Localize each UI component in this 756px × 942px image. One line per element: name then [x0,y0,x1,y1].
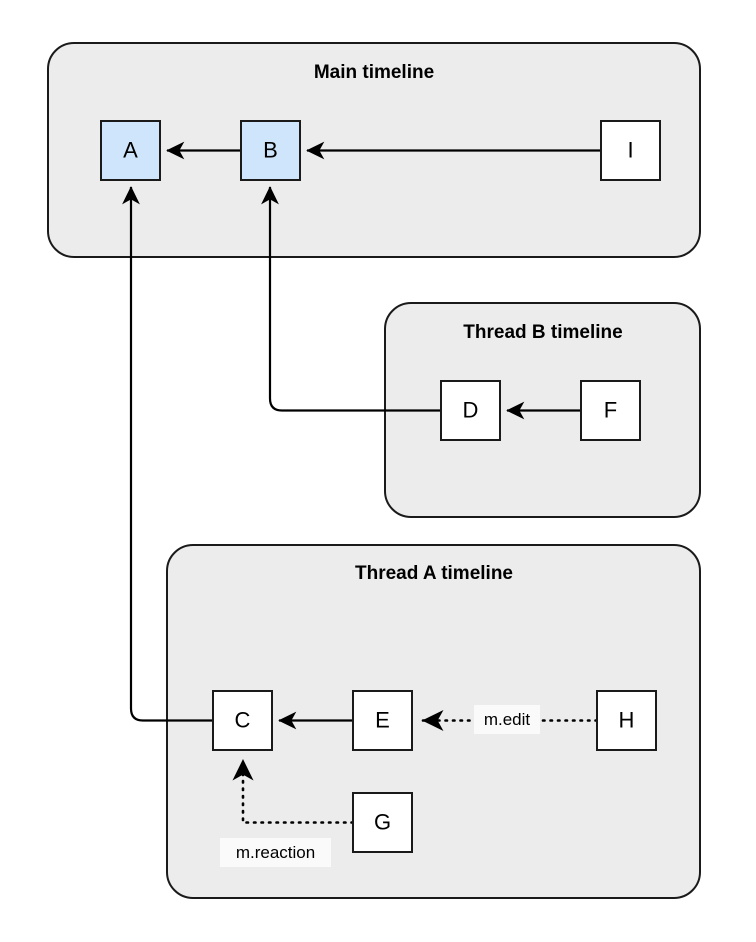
node-c[interactable]: C [212,690,273,751]
node-c-label: C [235,707,251,732]
edge-label-m-edit: m.edit [474,705,540,734]
node-d-label: D [463,397,479,422]
node-i[interactable]: I [600,120,661,181]
node-d[interactable]: D [440,380,501,441]
node-f[interactable]: F [580,380,641,441]
node-a-label: A [123,137,138,162]
edge-c-to-a [122,186,213,722]
node-f-label: F [604,397,617,422]
node-a[interactable]: A [100,120,161,181]
group-main-timeline-title: Main timeline [314,62,434,83]
node-i-box[interactable] [600,120,661,181]
node-h[interactable]: H [596,690,657,751]
node-i-label: I [627,137,633,162]
edge-label-m-reaction-text: m.reaction [236,843,315,862]
node-h-label: H [619,707,635,732]
edge-g-to-c [232,758,355,824]
node-b[interactable]: B [240,120,301,181]
edge-d-to-b [261,186,441,412]
node-g[interactable]: G [352,792,413,853]
node-b-box[interactable] [240,120,301,181]
edge-label-m-reaction: m.reaction [220,838,331,867]
node-h-box[interactable] [596,690,657,751]
node-e-box[interactable] [352,690,413,751]
node-c-box[interactable] [212,690,273,751]
group-thread-b-timeline-title: Thread B timeline [463,322,622,343]
node-a-box[interactable] [100,120,161,181]
node-g-label: G [374,809,391,834]
edge-label-m-edit-bg [474,705,540,734]
node-e[interactable]: E [352,690,413,751]
node-f-box[interactable] [580,380,641,441]
node-e-label: E [375,707,390,732]
group-thread-a-timeline-title: Thread A timeline [355,563,513,584]
node-g-box[interactable] [352,792,413,853]
node-b-label: B [263,137,278,162]
edge-label-m-reaction-bg [220,838,331,867]
edge-label-m-edit-text: m.edit [484,710,531,729]
node-d-box[interactable] [440,380,501,441]
